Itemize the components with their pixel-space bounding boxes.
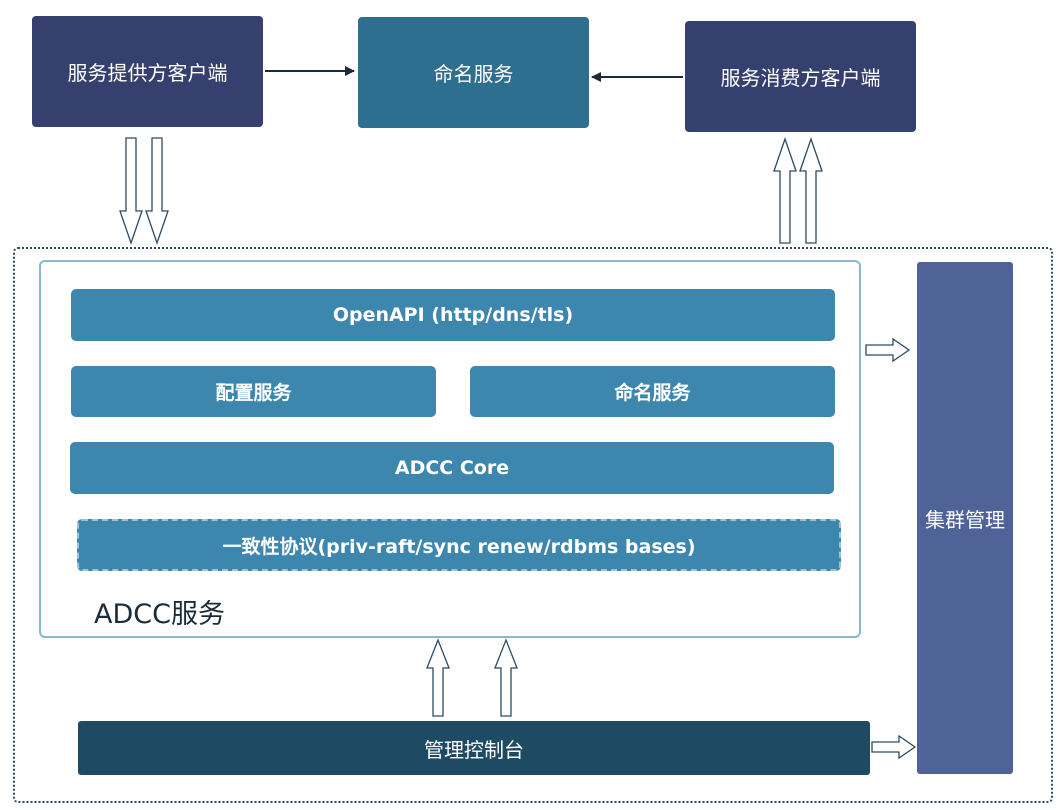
- openapi-layer: OpenAPI (http/dns/tls): [71, 289, 835, 341]
- adcc-core-label: ADCC Core: [394, 457, 510, 479]
- cluster-management-label: 集群管理: [925, 507, 1005, 532]
- hollow-arrow-right-2: [871, 734, 917, 760]
- naming-service-top-label: 命名服务: [433, 62, 514, 86]
- naming-service-inner-label: 命名服务: [614, 382, 691, 404]
- hollow-arrow-down-2: [145, 137, 169, 245]
- config-service-layer: 配置服务: [71, 366, 436, 417]
- hollow-arrow-right-1: [865, 337, 911, 363]
- hollow-arrow-up-3: [426, 638, 450, 717]
- naming-service-layer: 命名服务: [470, 366, 835, 417]
- openapi-label: OpenAPI (http/dns/tls): [332, 304, 574, 326]
- consensus-layer: 一致性协议(priv-raft/sync renew/rdbms bases): [77, 519, 841, 571]
- hollow-arrow-up-2: [799, 137, 823, 244]
- hollow-arrow-up-4: [494, 638, 518, 717]
- provider-client-label: 服务提供方客户端: [67, 61, 228, 85]
- consensus-label: 一致性协议(priv-raft/sync renew/rdbms bases): [222, 535, 696, 558]
- provider-client-box: 服务提供方客户端: [32, 16, 263, 127]
- adcc-core-layer: ADCC Core: [70, 442, 834, 494]
- config-service-label: 配置服务: [215, 382, 292, 404]
- naming-service-top-box: 命名服务: [358, 17, 589, 128]
- hollow-arrow-down-1: [119, 137, 143, 245]
- adcc-service-title: ADCC服务: [94, 599, 225, 630]
- consumer-client-label: 服务消费方客户端: [720, 66, 881, 90]
- hollow-arrow-up-1: [773, 137, 797, 244]
- management-console-box: 管理控制台: [78, 721, 870, 775]
- management-console-label: 管理控制台: [424, 737, 524, 762]
- system-boundary: [13, 247, 1053, 803]
- cluster-management-box: 集群管理: [917, 262, 1013, 774]
- consumer-client-box: 服务消费方客户端: [685, 21, 916, 132]
